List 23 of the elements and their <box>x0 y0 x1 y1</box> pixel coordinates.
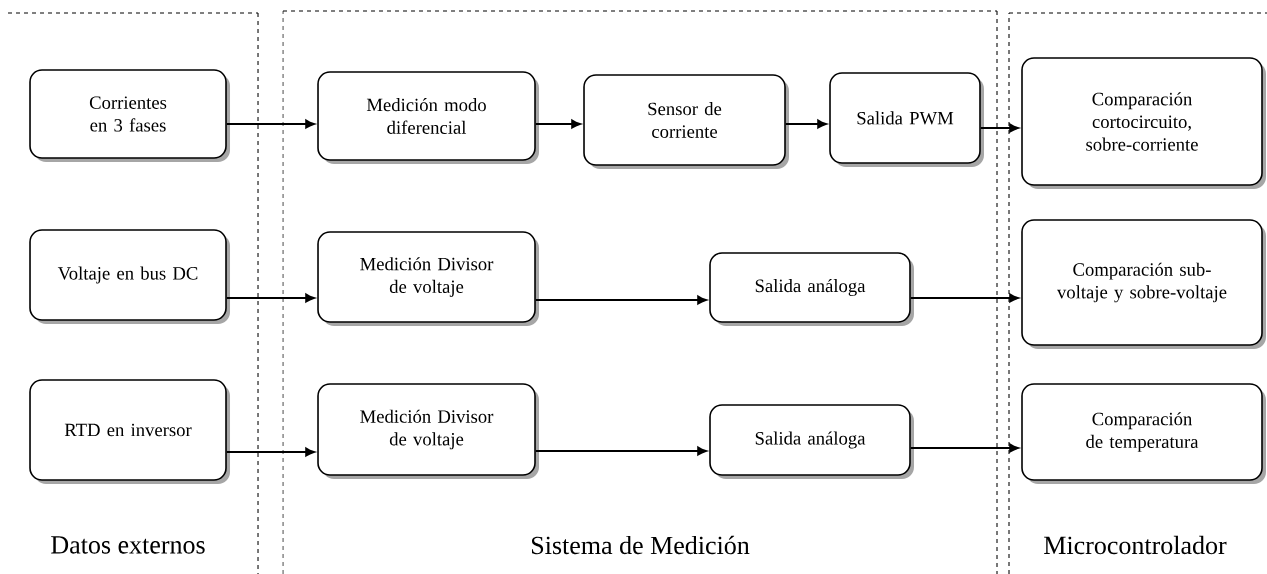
process-box: Voltaje en bus DC <box>29 229 230 324</box>
arrow <box>225 293 315 303</box>
process-box: Salida análoga <box>709 252 914 326</box>
process-box: Medición Divisor de voltaje <box>317 231 539 326</box>
process-box: Sensor de corriente <box>583 74 789 169</box>
arrow <box>909 293 1019 303</box>
process-box: Salida PWM <box>829 72 984 167</box>
arrow <box>979 123 1019 133</box>
process-box: Salida análoga <box>709 404 914 479</box>
process-box: Medición modo diferencial <box>317 71 539 164</box>
arrow <box>534 119 581 129</box>
arrow <box>909 443 1019 453</box>
arrow <box>784 119 827 129</box>
arrow <box>534 295 707 305</box>
process-box: Comparación sub-voltaje y sobre-voltaje <box>1021 219 1266 349</box>
process-box: Corrientes en 3 fases <box>29 69 230 162</box>
arrow <box>225 447 315 457</box>
arrow <box>534 446 707 456</box>
process-box: Comparación cortocircuito, sobre-corriente <box>1021 57 1266 189</box>
arrow <box>225 119 315 129</box>
process-box: Comparación de temperatura <box>1021 383 1266 484</box>
process-box: Medición Divisor de voltaje <box>317 383 539 479</box>
process-box: RTD en inversor <box>29 379 230 484</box>
